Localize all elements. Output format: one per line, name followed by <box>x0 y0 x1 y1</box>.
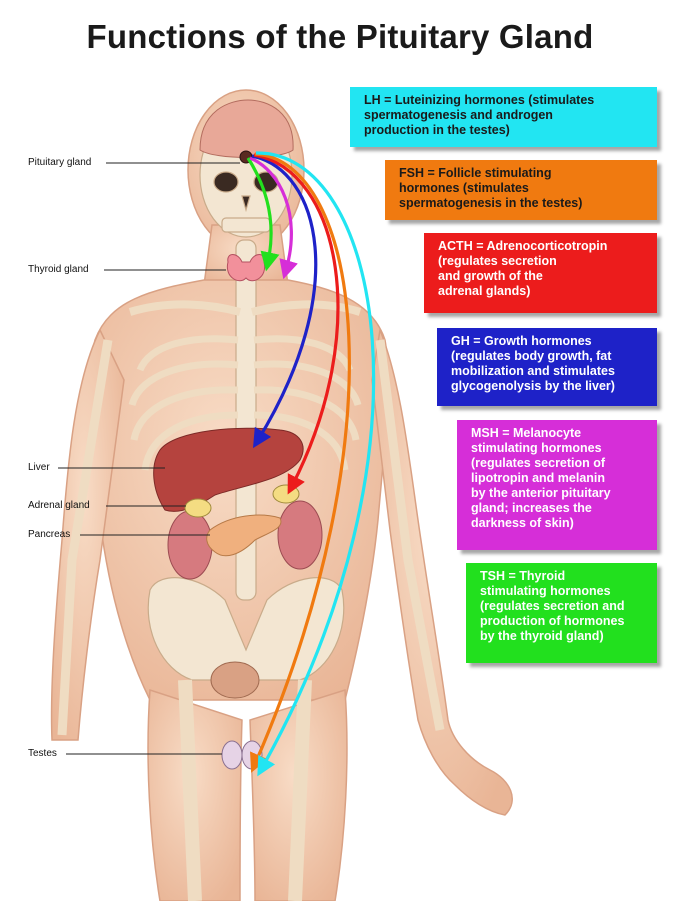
pancreas <box>206 514 282 557</box>
left-adrenal-gland <box>184 498 212 518</box>
hormone-acth-line-1: ACTH = Adrenocorticotropin <box>438 239 608 253</box>
left-testis <box>221 740 243 770</box>
hormone-acth-line-2: (regulates secretion <box>438 254 557 268</box>
hormone-msh-line-2: stimulating hormones <box>471 441 602 455</box>
hormone-msh-line-7: darkness of skin) <box>471 516 574 530</box>
organ-leader-lines <box>58 162 240 755</box>
hormone-msh-line-6: gland; increases the <box>471 501 592 515</box>
label-adrenal-gland: Adrenal gland <box>28 500 90 511</box>
hormone-msh-line-1: MSH = Melanocyte <box>471 426 582 440</box>
label-testes: Testes <box>28 748 57 759</box>
hormone-box-lh: LH = Luteinizing hormones (stimulates sp… <box>350 87 657 147</box>
arrow-gh <box>251 154 318 449</box>
hormone-lh-line-2: spermatogenesis and androgen <box>364 108 553 122</box>
liver <box>153 427 304 512</box>
hormone-gh-line-4: glycogenolysis by the liver) <box>451 379 615 393</box>
hormone-lh-line-1: LH = Luteinizing hormones (stimulates <box>364 93 595 107</box>
hormone-fsh-line-1: FSH = Follicle stimulating <box>399 166 552 180</box>
arrow-acth <box>253 153 340 495</box>
organs <box>153 150 323 770</box>
left-kidney <box>167 510 213 580</box>
right-kidney <box>277 500 323 570</box>
hormone-tsh-line-1: TSH = Thyroid <box>480 569 566 583</box>
label-pituitary-gland: Pituitary gland <box>28 157 92 168</box>
hormone-gh-line-2: (regulates body growth, fat <box>451 349 612 363</box>
hormone-acth-line-3: and growth of the <box>438 269 543 283</box>
hormone-tsh-line-5: by the thyroid gland) <box>480 629 604 643</box>
arrow-fsh <box>250 152 351 773</box>
label-pancreas: Pancreas <box>28 529 71 540</box>
label-thyroid-gland: Thyroid gland <box>28 264 89 275</box>
hormone-tsh-line-4: production of hormones <box>480 614 625 628</box>
hormone-box-tsh: TSH = Thyroid stimulating hormones (regu… <box>466 563 657 663</box>
hormone-arrows <box>246 151 376 777</box>
hormone-box-msh: MSH = Melanocyte stimulating hormones (r… <box>457 420 657 550</box>
hormone-msh-line-5: by the anterior pituitary <box>471 486 611 500</box>
arrow-msh <box>249 156 298 280</box>
page-title: Functions of the Pituitary Gland <box>86 18 594 55</box>
hormone-fsh-line-2: hormones (stimulates <box>399 181 529 195</box>
hormone-tsh-line-3: (regulates secretion and <box>480 599 625 613</box>
hormone-msh-line-3: (regulates secretion of <box>471 456 606 470</box>
hormone-box-gh: GH = Growth hormones (regulates body gro… <box>437 328 657 406</box>
hormone-fsh-line-3: spermatogenesis in the testes) <box>399 196 583 210</box>
hormone-lh-line-3: production in the testes) <box>364 123 510 137</box>
hormone-tsh-line-2: stimulating hormones <box>480 584 611 598</box>
hormone-box-fsh: FSH = Follicle stimulating hormones (sti… <box>385 160 657 220</box>
right-adrenal-gland <box>272 484 300 504</box>
hormone-box-acth: ACTH = Adrenocorticotropin (regulates se… <box>424 233 657 313</box>
hormone-acth-line-4: adrenal glands) <box>438 284 531 298</box>
label-liver: Liver <box>28 462 50 473</box>
hormone-msh-line-4: lipotropin and melanin <box>471 471 606 485</box>
hormone-gh-line-3: mobilization and stimulates <box>451 364 615 378</box>
arrow-lh <box>255 151 376 777</box>
bladder <box>210 661 260 699</box>
arrow-tsh <box>246 157 280 272</box>
hormone-gh-line-1: GH = Growth hormones <box>451 334 592 348</box>
